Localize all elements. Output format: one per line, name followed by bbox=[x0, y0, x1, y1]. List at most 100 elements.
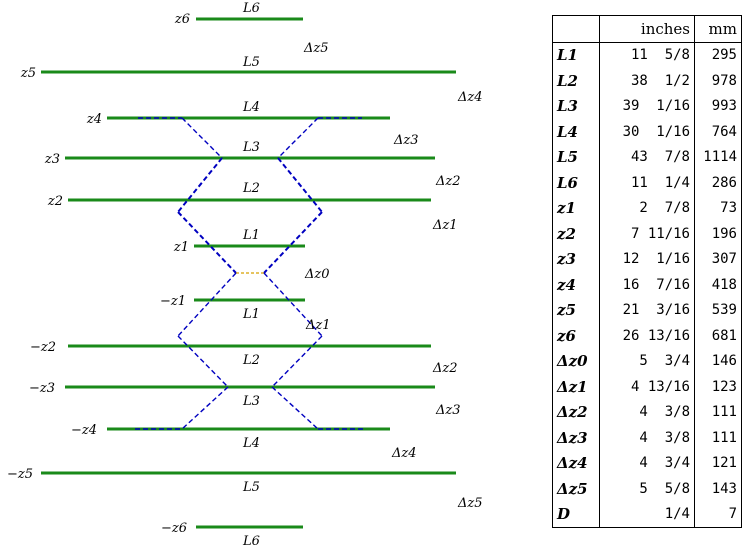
row-mm: 111 bbox=[694, 399, 742, 425]
bar-label-lower-4: L4 bbox=[242, 436, 260, 451]
bar-label-upper-5: L5 bbox=[242, 55, 260, 70]
z-label-upper-2: z2 bbox=[47, 194, 63, 209]
row-inches: 30 1/16 bbox=[599, 119, 695, 145]
row-inches: 39 1/16 bbox=[599, 93, 695, 119]
row-name: z2 bbox=[552, 221, 600, 247]
bar-label-lower-1: L1 bbox=[242, 307, 260, 322]
z-label-upper-1: z1 bbox=[173, 240, 189, 255]
row-inches: 4 3/8 bbox=[599, 425, 695, 451]
row-mm: 418 bbox=[694, 272, 742, 298]
z-label-lower-3: −z3 bbox=[29, 381, 55, 396]
row-mm: 295 bbox=[694, 42, 742, 68]
bar-label-upper-6: L6 bbox=[242, 1, 260, 16]
row-inches: 4 3/4 bbox=[599, 450, 695, 476]
row-mm: 143 bbox=[694, 476, 742, 502]
bar-label-upper-3: L3 bbox=[242, 140, 260, 155]
z-label-lower-2: −z2 bbox=[30, 340, 56, 355]
row-inches: 4 13/16 bbox=[599, 374, 695, 400]
row-inches: 4 3/8 bbox=[599, 399, 695, 425]
row-inches: 21 3/16 bbox=[599, 297, 695, 323]
row-inches: 7 11/16 bbox=[599, 221, 695, 247]
header-mm: mm bbox=[694, 15, 742, 43]
row-name: D bbox=[552, 501, 600, 528]
bar-label-lower-6: L6 bbox=[242, 534, 260, 548]
row-name: z1 bbox=[552, 195, 600, 221]
gap-label-upper-1: Δz1 bbox=[432, 218, 458, 233]
row-mm: 539 bbox=[694, 297, 742, 323]
row-mm: 7 bbox=[694, 501, 742, 528]
z-label-upper-5: z5 bbox=[20, 66, 36, 81]
light-path bbox=[135, 117, 365, 430]
row-mm: 307 bbox=[694, 246, 742, 272]
row-inches: 5 5/8 bbox=[599, 476, 695, 502]
row-mm: 73 bbox=[694, 195, 742, 221]
row-mm: 286 bbox=[694, 170, 742, 196]
z-label-upper-4: z4 bbox=[86, 112, 102, 127]
row-name: L1 bbox=[552, 42, 600, 68]
z-label-lower-5: −z5 bbox=[7, 467, 33, 482]
row-mm: 196 bbox=[694, 221, 742, 247]
row-inches: 12 1/16 bbox=[599, 246, 695, 272]
gap-label-upper-4: Δz4 bbox=[457, 90, 483, 105]
bar-label-upper-1: L1 bbox=[242, 228, 260, 243]
row-mm: 978 bbox=[694, 68, 742, 94]
row-mm: 123 bbox=[694, 374, 742, 400]
bar-label-lower-5: L5 bbox=[242, 480, 260, 495]
gap-label-lower-5: Δz5 bbox=[457, 496, 483, 511]
row-name: z5 bbox=[552, 297, 600, 323]
row-inches: 11 1/4 bbox=[599, 170, 695, 196]
row-name: L3 bbox=[552, 93, 600, 119]
row-name: L4 bbox=[552, 119, 600, 145]
z-label-upper-6: z6 bbox=[174, 12, 190, 27]
gap-label-lower-3: Δz3 bbox=[435, 403, 461, 418]
row-mm: 993 bbox=[694, 93, 742, 119]
row-name: L6 bbox=[552, 170, 600, 196]
row-inches: 26 13/16 bbox=[599, 323, 695, 349]
table-header-row: inches mm bbox=[552, 15, 742, 43]
header-name bbox=[552, 15, 600, 43]
row-name: Δz2 bbox=[552, 399, 600, 425]
gap-label-upper-2: Δz2 bbox=[435, 174, 461, 189]
row-mm: 681 bbox=[694, 323, 742, 349]
gap-label-lower-2: Δz2 bbox=[432, 361, 458, 376]
header-inches: inches bbox=[599, 15, 695, 43]
row-name: L2 bbox=[552, 68, 600, 94]
row-name: Δz5 bbox=[552, 476, 600, 502]
gap-label-lower-4: Δz4 bbox=[391, 446, 417, 461]
row-inches: 43 7/8 bbox=[599, 144, 695, 170]
z-label-lower-4: −z4 bbox=[71, 423, 97, 438]
row-inches: 38 1/2 bbox=[599, 68, 695, 94]
z-label-lower-6: −z6 bbox=[161, 521, 187, 536]
row-inches: 16 7/16 bbox=[599, 272, 695, 298]
row-name: z3 bbox=[552, 246, 600, 272]
row-name: z6 bbox=[552, 323, 600, 349]
row-name: Δz1 bbox=[552, 374, 600, 400]
bar-label-lower-3: L3 bbox=[242, 394, 260, 409]
row-inches: 11 5/8 bbox=[599, 42, 695, 68]
gap-label-lower-1: Δz1 bbox=[305, 318, 331, 333]
row-inches: 1/4 bbox=[599, 501, 695, 528]
row-name: Δz0 bbox=[552, 348, 600, 374]
row-inches: 2 7/8 bbox=[599, 195, 695, 221]
row-name: Δz4 bbox=[552, 450, 600, 476]
z-label-lower-1: −z1 bbox=[160, 294, 186, 309]
row-mm: 111 bbox=[694, 425, 742, 451]
bar-label-upper-4: L4 bbox=[242, 100, 260, 115]
gap-label-upper-5: Δz5 bbox=[303, 41, 329, 56]
gap-label-0: Δz0 bbox=[304, 267, 330, 282]
